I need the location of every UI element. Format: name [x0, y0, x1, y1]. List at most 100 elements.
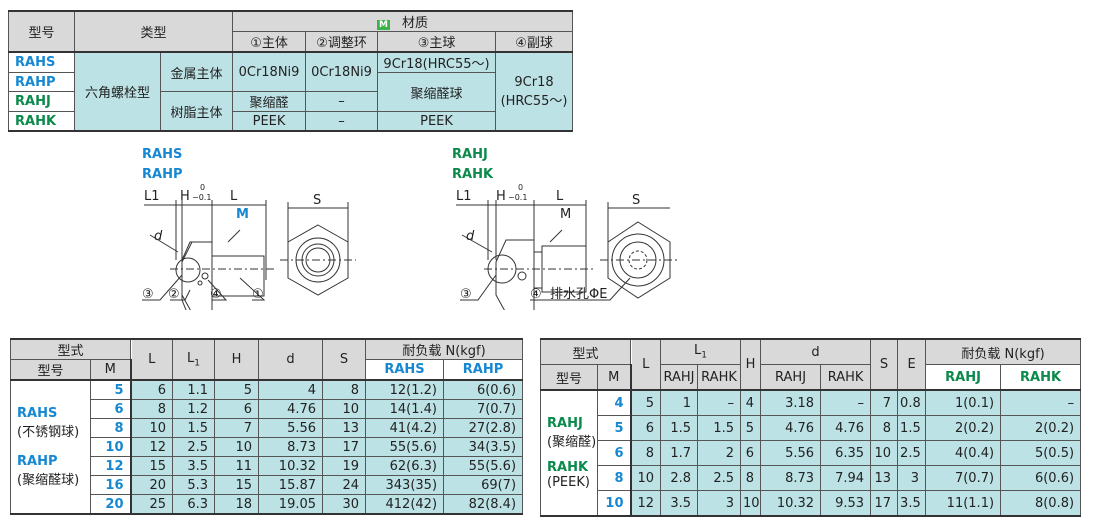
header-load-rahj: RAHJ [925, 364, 1002, 391]
cell-value: 8.73 [760, 465, 822, 491]
cell-value: 10 [740, 490, 762, 517]
cell-value: 2 [697, 440, 742, 466]
material-label: 材质 [402, 16, 429, 31]
cell-value: 1.5 [660, 415, 699, 441]
diagram-left-drawing: L1 H 0 −0.1 L M d S ③ ② ④ ① [142, 183, 356, 310]
header-d-rahj: RAHJ [760, 364, 822, 391]
cell-value: 18 [214, 494, 260, 515]
header-E: E [897, 338, 927, 391]
right-tol-upper: 0 [518, 183, 523, 192]
size-M: 4 [596, 389, 632, 416]
rahs-rahp-spec-table: 型式 L L1 H d S 耐负载 N(kgf) 型号 M RAHS RAHP … [9, 338, 524, 515]
cell-value: 5 [214, 379, 260, 400]
rahk-ball: PEEK [377, 111, 497, 132]
cell-value: 6 [630, 415, 662, 441]
header-model: 型号 [540, 364, 598, 391]
header-load: 耐负载 N(kgf) [925, 338, 1082, 365]
left-dim-M: M [236, 207, 249, 222]
cell-value: 13 [322, 418, 367, 438]
cell-value: 8.73 [258, 437, 324, 457]
rahp-ball: 聚缩醛球 [377, 72, 497, 112]
header-L1-label: L [187, 350, 195, 366]
cell-value: 2.5 [172, 437, 216, 457]
cell-value: 10 [630, 465, 662, 491]
cell-value: 5.56 [258, 418, 324, 438]
header-sub-ball: ④副球 [495, 31, 574, 53]
cell-value: 55(5.6) [365, 437, 445, 457]
cell-value: 82(8.4) [443, 494, 524, 515]
model-group-desc: (PEEK) [547, 475, 590, 490]
resin-body: 树脂主体 [159, 91, 234, 132]
cell-value: 11(1.1) [925, 490, 1002, 517]
cell-value: 1(0.1) [925, 389, 1002, 416]
sub-ball-line1: 9Cr18 [514, 74, 554, 90]
model-rahk: RAHK [8, 111, 75, 132]
model-group-desc: (聚缩醛) [547, 435, 597, 450]
left-callout-2: ② [168, 287, 180, 302]
rahj-rahk-spec-table: 型式 L L1 H d S E 耐负载 N(kgf) 型号 M RAHJ RAH… [539, 338, 1082, 517]
cell-value: 2(0.2) [1000, 415, 1082, 441]
model-group: RAHS (不锈钢球) [17, 406, 88, 440]
type-group: 六角螺栓型 [74, 51, 161, 132]
header-style: 型式 [9, 338, 132, 360]
cell-value: 5.3 [172, 475, 216, 495]
cell-value: 10 [870, 440, 899, 466]
header-H: H [214, 338, 260, 381]
cell-value: 5 [740, 415, 762, 441]
diagram-right-title2: RAHK [452, 167, 494, 182]
cell-value: 27(2.8) [443, 418, 524, 438]
sub-ball-material: 9Cr18(HRC55～) [495, 51, 574, 132]
header-model: 型号 [8, 10, 75, 53]
cell-value: 1.5 [172, 418, 216, 438]
left-dim-L1: L1 [144, 189, 160, 204]
header-L: L [130, 338, 174, 381]
cell-value: 5(0.5) [1000, 440, 1082, 466]
cell-value: 1.7 [660, 440, 699, 466]
cell-value: 6(0.6) [443, 379, 524, 400]
cell-value: 4(0.4) [925, 440, 1002, 466]
cell-value: 10 [214, 437, 260, 457]
model-group-name: RAHS [17, 406, 58, 421]
size-M: 12 [89, 456, 132, 476]
left-tol-upper: 0 [200, 183, 205, 192]
cell-value: – [820, 389, 872, 416]
cell-value: 14(1.4) [365, 399, 445, 419]
right-callout-3: ③ [460, 287, 472, 302]
model-group: RAHJ (聚缩醛) [547, 416, 597, 450]
header-d: d [258, 338, 324, 381]
header-load: 耐负载 N(kgf) [365, 338, 524, 360]
model-group-name: RAHJ [547, 416, 583, 431]
model-group-name: RAHP [17, 454, 58, 469]
cell-value: 3 [897, 465, 927, 491]
cell-value: 4.76 [760, 415, 822, 441]
model-group-name: RAHK [547, 460, 589, 475]
cell-value: 7.94 [820, 465, 872, 491]
rahs-ball: 9Cr18(HRC55～) [377, 51, 497, 73]
size-M: 5 [596, 415, 632, 441]
model-group-desc: (不锈钢球) [17, 425, 80, 440]
cell-value: 5 [630, 389, 662, 416]
cell-value: 7 [214, 418, 260, 438]
cell-value: 13 [870, 465, 899, 491]
cell-value: 6 [130, 379, 174, 400]
left-callout-1: ① [252, 287, 264, 302]
cell-value: 12(1.2) [365, 379, 445, 400]
cell-value: 17 [322, 437, 367, 457]
header-L1-sub: 1 [701, 350, 708, 361]
cell-value: 25 [130, 494, 174, 515]
diagram-left-title1: RAHS [142, 147, 183, 162]
header-load-rahk: RAHK [1000, 364, 1082, 391]
cell-value: 6.3 [172, 494, 216, 515]
header-type: 类型 [73, 10, 234, 53]
header-d-rahk: RAHK [820, 364, 872, 391]
cell-value: 7(0.7) [925, 465, 1002, 491]
cell-value: 30 [322, 494, 367, 515]
cell-value: 3.5 [897, 490, 927, 517]
